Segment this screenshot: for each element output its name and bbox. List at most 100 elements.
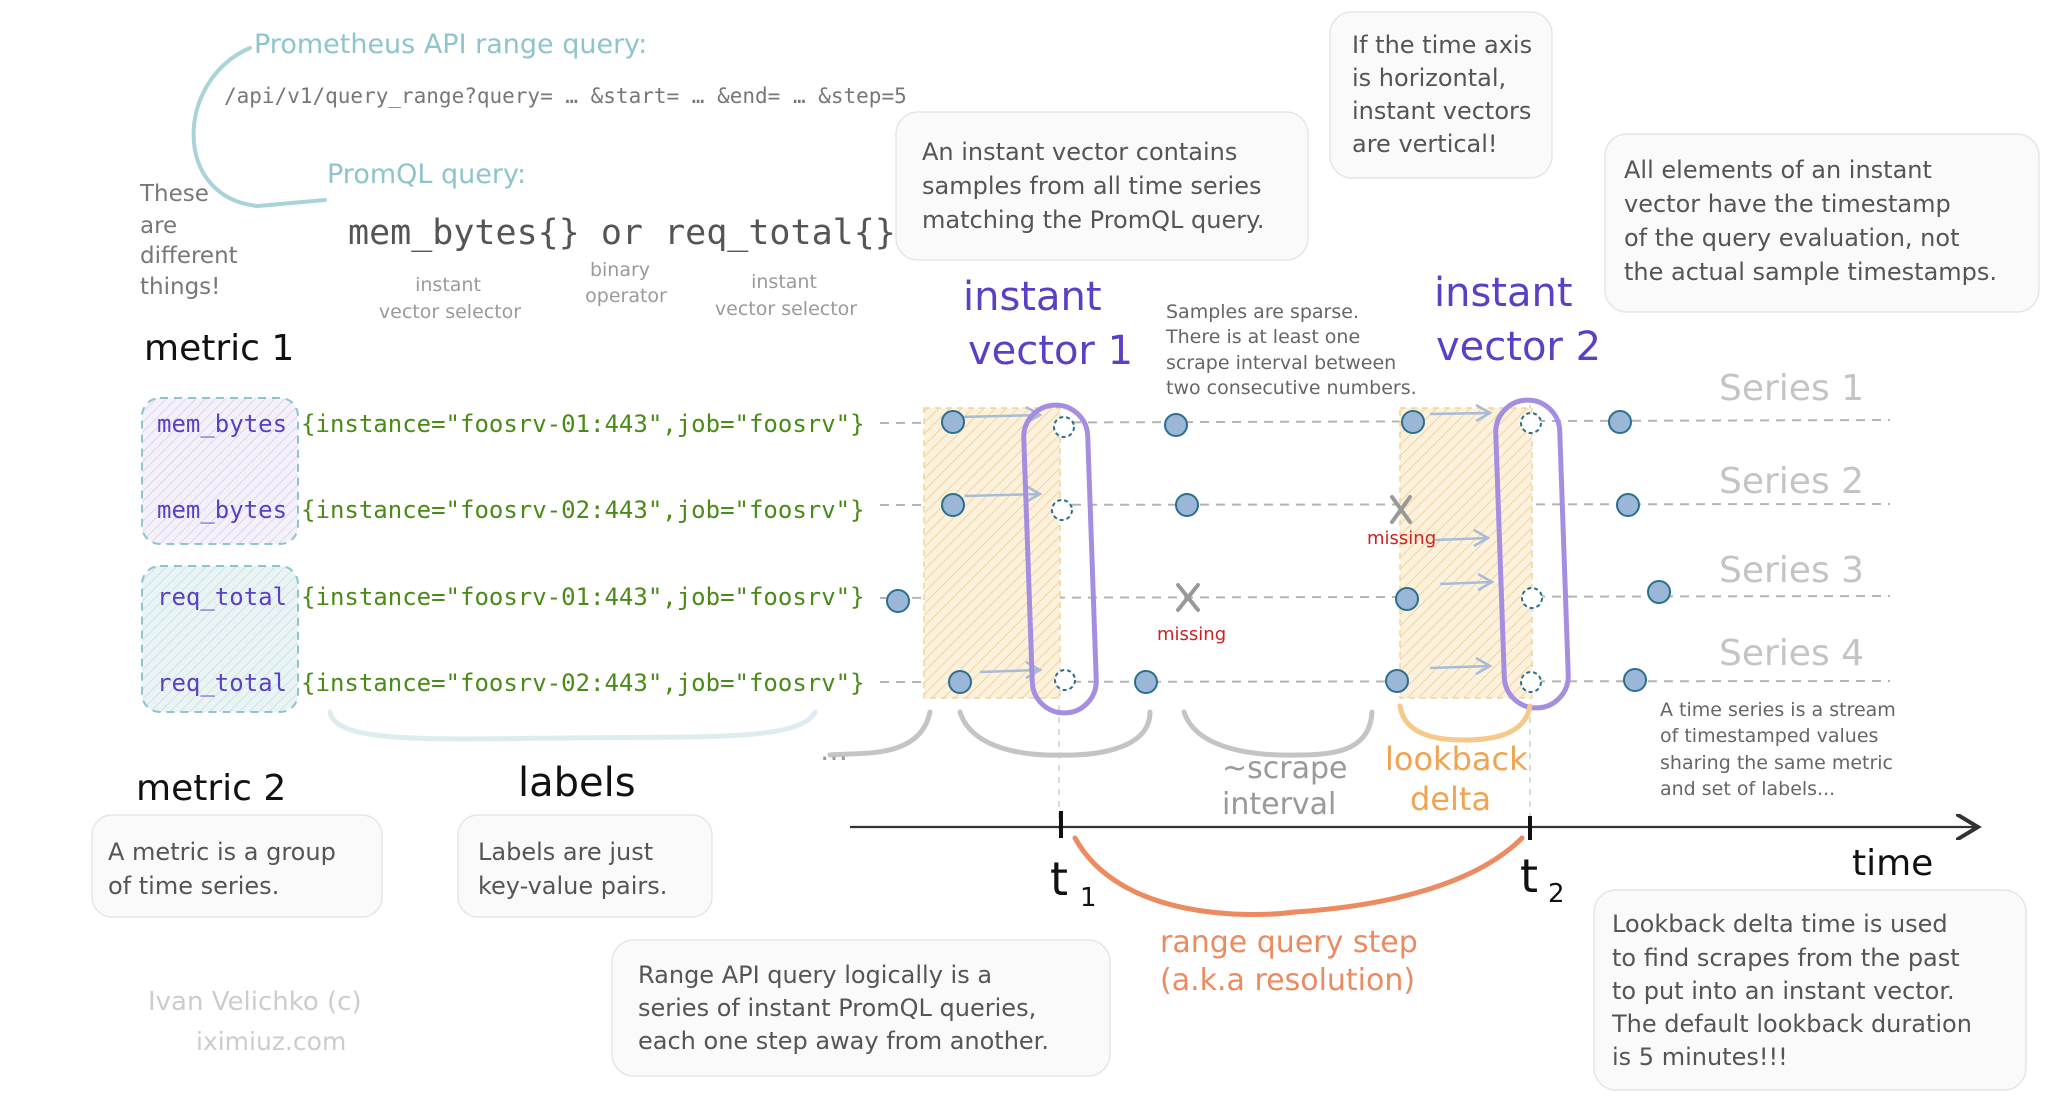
svg-text:An instant vector contains: An instant vector contains (922, 138, 1237, 166)
svg-text:to put into an instant vector.: to put into an instant vector. (1612, 977, 1955, 1005)
svg-text:of timestamped values: of timestamped values (1660, 725, 1878, 747)
metric1-heading: metric 1 (144, 328, 294, 369)
sample-point (1385, 669, 1409, 693)
site-credit: iximiuz.com (196, 1027, 346, 1056)
svg-text:vector 1: vector 1 (968, 328, 1133, 374)
lookback-window-2 (1399, 407, 1533, 699)
range-step-label: range query step (a.k.a resolution) (1160, 925, 1418, 998)
metric-name: mem_bytes (157, 410, 288, 438)
svg-text:vector have the timestamp: vector have the timestamp (1624, 190, 1951, 218)
svg-text:samples from all time series: samples from all time series (922, 172, 1261, 200)
svg-text:There is at least one: There is at least one (1165, 326, 1360, 348)
svg-text:interval: interval (1222, 787, 1336, 822)
metric-name: req_total (157, 669, 288, 697)
instant-vector-note: An instant vector contains samples from … (895, 111, 1309, 261)
svg-text:These: These (139, 181, 209, 207)
author-credit: Ivan Velichko (c) (148, 987, 362, 1017)
metric-name: mem_bytes (157, 496, 288, 524)
metric-name: req_total (157, 583, 288, 611)
svg-text:delta: delta (1410, 780, 1491, 818)
labels-note: Labels are just key-value pairs. (457, 814, 713, 918)
metric-labels: {instance="foosrv-02:443",job="foosrv"} (301, 496, 865, 524)
sparse-note: Samples are sparse. There is at least on… (1165, 301, 1417, 399)
t2-subscript: 2 (1548, 879, 1565, 909)
svg-text:vector selector: vector selector (379, 301, 521, 323)
sample-point (1616, 493, 1640, 517)
binary-operator-label: binary operator (585, 259, 667, 307)
svg-text:A time series is a stream: A time series is a stream (1660, 699, 1896, 721)
svg-text:Labels are just: Labels are just (478, 838, 653, 866)
svg-text:of time series.: of time series. (108, 872, 279, 900)
svg-text:is horizontal,: is horizontal, (1352, 64, 1506, 92)
svg-text:the actual sample timestamps.: the actual sample timestamps. (1624, 258, 1997, 286)
sample-point (1623, 668, 1647, 692)
series-definition-note: A time series is a stream of timestamped… (1660, 699, 1896, 800)
scrape-interval-braces (827, 709, 1375, 758)
samples (886, 410, 1671, 694)
svg-text:Samples are sparse.: Samples are sparse. (1166, 301, 1359, 323)
metric1-box (141, 397, 299, 545)
sample-point (886, 589, 910, 613)
svg-text:instant vectors: instant vectors (1352, 97, 1531, 125)
sample-point (1175, 493, 1199, 517)
sample-point (1395, 587, 1419, 611)
svg-text:series of instant PromQL queri: series of instant PromQL queries, (638, 994, 1036, 1022)
svg-text:A metric is a group: A metric is a group (108, 838, 336, 866)
metric-labels: {instance="foosrv-02:443",job="foosrv"} (301, 669, 865, 697)
promql-query: mem_bytes{} or req_total{} (348, 213, 896, 253)
svg-text:Lookback delta time is used: Lookback delta time is used (1612, 910, 1948, 938)
svg-text:each one step away from anothe: each one step away from another. (638, 1027, 1049, 1055)
scrape-interval-label: ~scrape interval (1222, 751, 1347, 822)
metric2-heading: metric 2 (136, 768, 286, 809)
vector-sample (1520, 671, 1542, 693)
vector-sample (1520, 412, 1542, 434)
svg-text:instant: instant (1434, 270, 1573, 316)
missing-cross-icon (1390, 495, 1412, 524)
svg-text:sharing the same metric: sharing the same metric (1660, 752, 1893, 774)
different-things-note: These are different things! (139, 181, 238, 300)
missing-label: missing (1367, 528, 1436, 549)
series-4-label: Series 4 (1719, 633, 1864, 674)
svg-text:to find scrapes from the past: to find scrapes from the past (1612, 944, 1960, 972)
svg-text:of the query evaluation, not: of the query evaluation, not (1624, 224, 1959, 252)
selector-right-label: instant vector selector (715, 271, 857, 320)
lookback-note: Lookback delta time is used to find scra… (1593, 889, 2027, 1091)
connector-bracket (191, 46, 327, 209)
metric-row-3: req_total {instance="foosrv-01:443",job="… (157, 583, 865, 611)
vector-sample (1051, 499, 1073, 521)
svg-text:binary: binary (590, 259, 650, 281)
sample-point (1134, 670, 1158, 694)
svg-text:Range API query logically is a: Range API query logically is a (638, 961, 992, 989)
svg-text:instant: instant (415, 274, 481, 296)
t2-label: t (1520, 849, 1538, 903)
svg-text:~scrape: ~scrape (1222, 751, 1347, 786)
sample-point (1401, 410, 1425, 434)
instant-vector-1-title: instant vector 1 (963, 274, 1133, 374)
instant-vector-2-outline (1493, 397, 1571, 711)
selector-left-label: instant vector selector (379, 274, 521, 323)
svg-text:is 5 minutes!!!: is 5 minutes!!! (1612, 1043, 1788, 1071)
t1-subscript: 1 (1080, 883, 1097, 913)
svg-text:are vertical!: are vertical! (1352, 130, 1498, 158)
metric-labels: {instance="foosrv-01:443",job="foosrv"} (301, 410, 865, 438)
sample-point (948, 670, 972, 694)
metric-labels: {instance="foosrv-01:443",job="foosrv"} (301, 583, 865, 611)
time-axis-label: time (1852, 843, 1933, 884)
sample-point (941, 410, 965, 434)
svg-text:(a.k.a resolution): (a.k.a resolution) (1160, 963, 1415, 998)
svg-text:vector 2: vector 2 (1436, 324, 1601, 370)
metric-row-4: req_total {instance="foosrv-02:443",job="… (157, 669, 865, 697)
svg-text:different: different (140, 243, 238, 269)
svg-text:If the time axis: If the time axis (1352, 31, 1532, 59)
promql-title: PromQL query: (327, 159, 526, 190)
svg-text:and set of labels...: and set of labels... (1660, 778, 1835, 800)
metric2-box (141, 565, 299, 713)
timestamp-note: All elements of an instant vector have t… (1604, 133, 2040, 313)
svg-text:are: are (140, 213, 177, 239)
labels-brace (327, 709, 818, 742)
svg-text:lookback: lookback (1385, 740, 1528, 778)
sample-point (941, 493, 965, 517)
svg-text:matching the PromQL query.: matching the PromQL query. (922, 206, 1265, 234)
